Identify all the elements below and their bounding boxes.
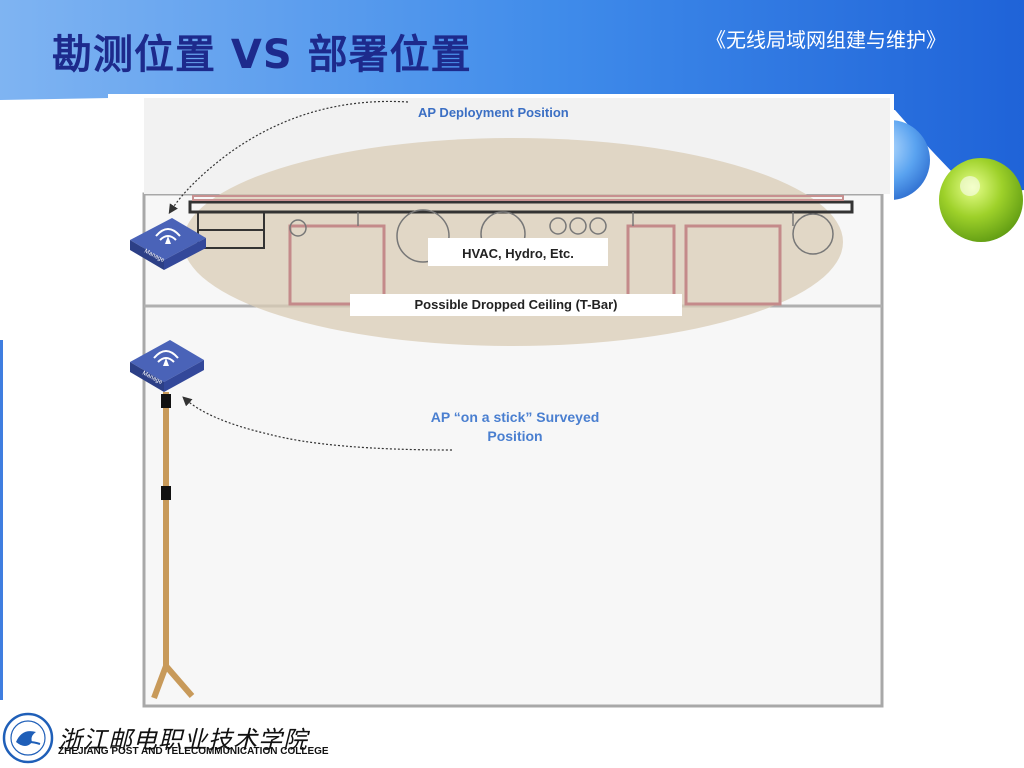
book-title: 《无线局域网组建与维护》 <box>706 28 946 52</box>
hvac-duct-left <box>288 224 386 306</box>
ceiling-label: Possible Dropped Ceiling (T-Bar) <box>415 297 618 312</box>
slide-header: 勘测位置 VS 部署位置 《无线局域网组建与维护》 <box>0 0 1024 98</box>
college-name-en: ZHEJIANG POST AND TELECOMMUNICATION COLL… <box>58 746 329 757</box>
college-footer: 浙江邮电职业技术学院 ZHEJIANG POST AND TELECOMMUNI… <box>0 708 340 768</box>
green-ball-decoration <box>939 158 1023 242</box>
left-edge-stripe <box>0 340 3 700</box>
surveyed-arrow <box>182 396 453 451</box>
college-name-cn: 浙江邮电职业技术学院 <box>58 726 308 754</box>
survey-stick <box>151 392 195 700</box>
stick-label-line1: AP “on a stick” Surveyed <box>431 409 600 425</box>
deployment-arrow <box>168 100 409 215</box>
college-seal-icon <box>2 712 54 764</box>
ap-deployed-icon: Manage <box>130 218 206 270</box>
slide-title: 勘测位置 VS 部署位置 <box>52 32 472 78</box>
hvac-duct-right <box>684 224 782 306</box>
deployment-diagram: HVAC, Hydro, Etc. Possible Dropped Ceili… <box>108 94 894 710</box>
hvac-label: HVAC, Hydro, Etc. <box>462 246 574 261</box>
stick-label-line2: Position <box>487 428 542 444</box>
ap-deployment-label: AP Deployment Position <box>418 105 569 120</box>
